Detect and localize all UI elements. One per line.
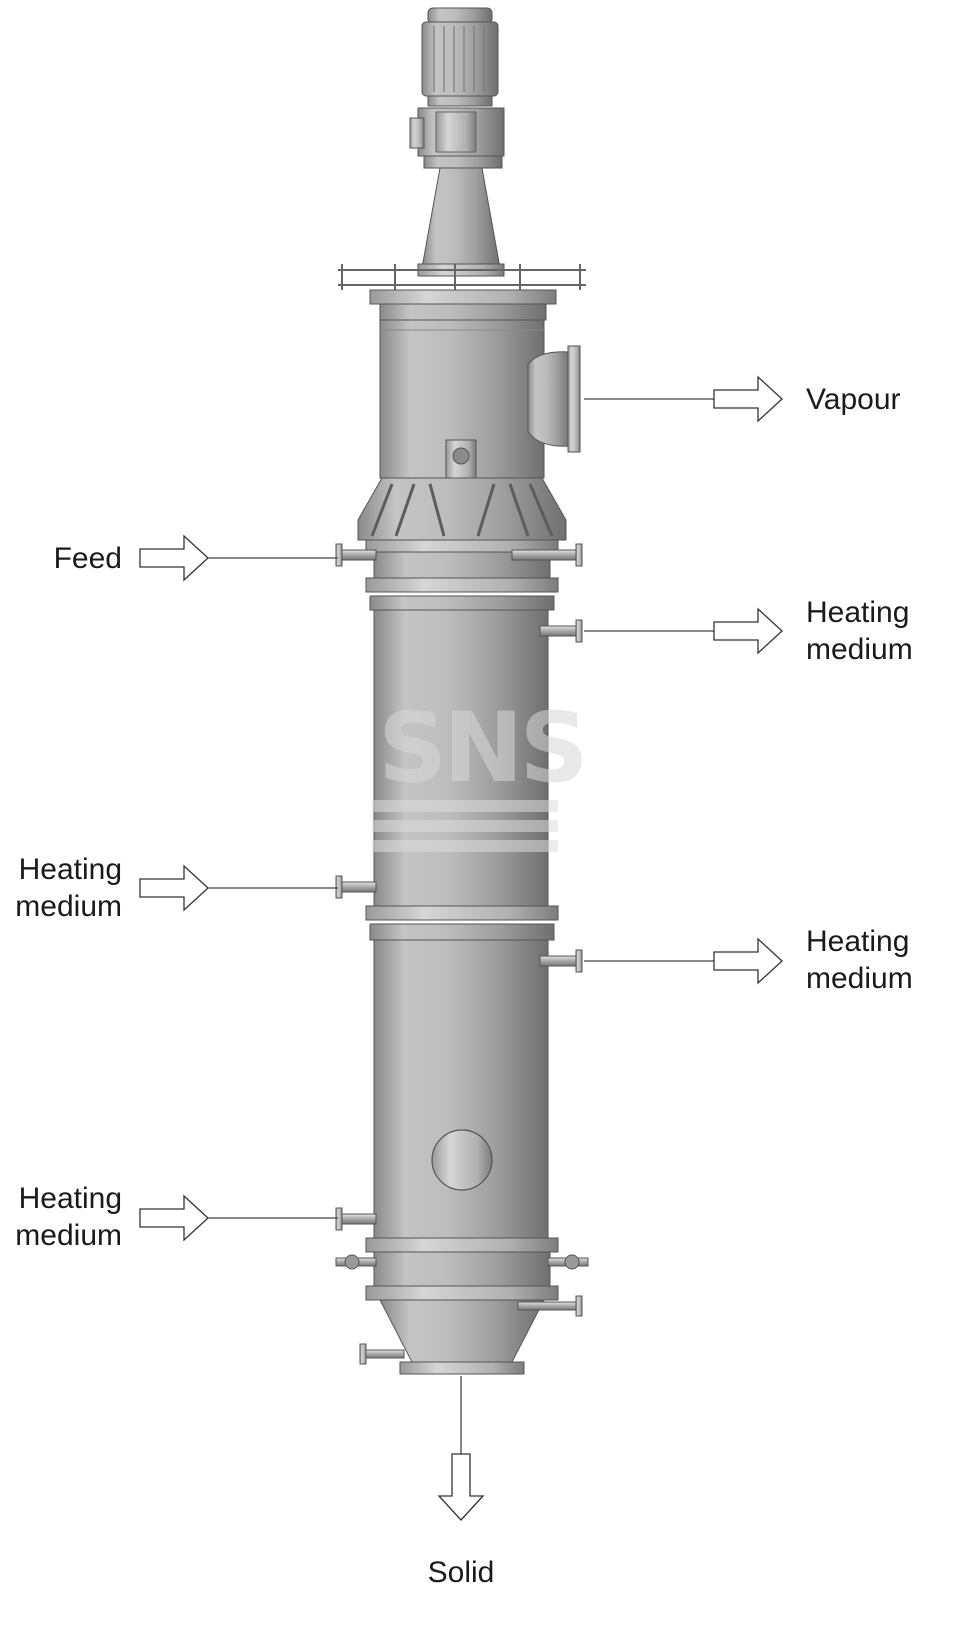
heating-in-2-label-line2: medium	[15, 1219, 122, 1252]
watermark-logo: SNS	[378, 692, 589, 804]
solid-arrow-icon	[437, 1453, 485, 1521]
feed-arrow-icon	[139, 534, 209, 582]
jacket-section-2	[335, 939, 583, 1239]
lantern-housing	[417, 167, 505, 277]
bottom-flange	[335, 1237, 589, 1301]
jacket-section-1	[335, 609, 583, 907]
watermark-bars	[372, 800, 558, 854]
heating-in-2-label: Heating medium	[0, 1180, 122, 1254]
middle-flange	[365, 905, 559, 941]
gearbox	[409, 107, 505, 169]
vapour-nozzle	[527, 345, 581, 453]
vapour-arrow-icon	[713, 375, 783, 423]
heating-in-2-label-line1: Heating	[18, 1182, 122, 1215]
heating-out-1-label: Heating medium	[806, 594, 913, 668]
top-railing	[338, 264, 586, 290]
feed-label: Feed	[53, 542, 122, 575]
heating-in-1-label-line2: medium	[15, 890, 122, 923]
upper-side-nozzle	[511, 543, 583, 567]
heating-out-1-label-line2: medium	[806, 633, 913, 666]
drive-motor	[421, 7, 499, 107]
heating-out-2-label-line2: medium	[806, 962, 913, 995]
heating-out-1-label-line1: Heating	[806, 596, 910, 629]
heating-in-1-arrow-icon	[139, 864, 209, 912]
top-cover	[369, 289, 557, 321]
heating-in-1-label-line1: Heating	[18, 853, 122, 886]
vapour-label: Vapour	[806, 383, 901, 416]
heating-out-2-label-line1: Heating	[806, 925, 910, 958]
solid-label: Solid	[427, 1556, 495, 1589]
heating-in-1-label: Heating medium	[0, 851, 122, 925]
conical-bottom	[359, 1295, 583, 1375]
support-bracket	[357, 477, 567, 541]
heating-in-2-arrow-icon	[139, 1194, 209, 1242]
heating-out-2-arrow-icon	[713, 937, 783, 985]
feed-nozzle	[335, 543, 377, 567]
flow-arrows	[139, 375, 783, 1521]
heating-out-2-label: Heating medium	[806, 923, 913, 997]
heating-out-1-arrow-icon	[713, 607, 783, 655]
